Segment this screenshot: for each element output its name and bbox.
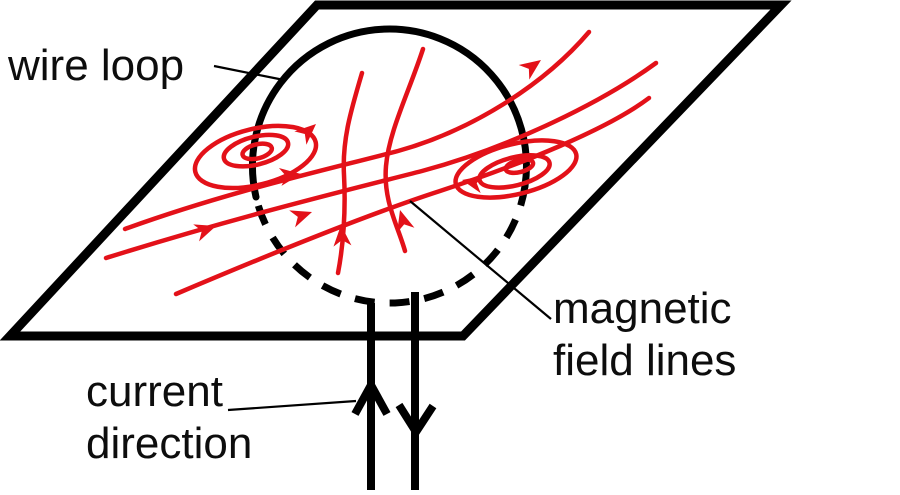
plane-parallelogram [0, 0, 792, 341]
lead-wires-group [351, 292, 437, 490]
right-spiral-outer-ellipse [453, 138, 579, 200]
left-spiral-middle-ellipse [221, 132, 291, 169]
magnetic-field-leader-line [409, 200, 552, 320]
field-arrow-icon [333, 225, 352, 247]
wire-loop-front-arc [248, 25, 530, 201]
field-direction-arrows-group [193, 60, 541, 247]
field-streamline-1 [122, 29, 592, 232]
field-streamline-2 [103, 60, 659, 261]
field-spiral-left [192, 123, 319, 191]
magnetic-field-lines-label-line2: field lines [553, 336, 737, 385]
left-spiral-inner-ellipse [240, 141, 275, 162]
right-spiral-inner-ellipse [503, 157, 536, 176]
field-arrow-icon [278, 168, 301, 186]
wire-loop-label: wire loop [8, 41, 185, 90]
field-arrow-icon [193, 224, 216, 242]
current-down-arrow-icon [395, 402, 437, 440]
magnetic-field-lines-group [103, 29, 659, 297]
field-inner-curve-1 [335, 70, 365, 276]
field-arrow-icon [289, 210, 312, 228]
field-arrow-icon [462, 175, 485, 194]
current-up-arrow-icon [351, 376, 391, 416]
field-arrow-icon [397, 210, 415, 233]
current-direction-label-line1: current [86, 367, 223, 416]
field-spiral-right [453, 138, 579, 200]
current-direction-leader-line [227, 399, 357, 412]
magnetic-field-lines-label-line1: magnetic [553, 284, 732, 333]
field-inner-curve-2 [383, 46, 426, 254]
field-streamline-3 [173, 95, 652, 297]
field-arrow-icon [294, 124, 316, 145]
left-spiral-outer-ellipse [192, 123, 319, 191]
wire-loop-rear-arc-dashed [252, 185, 529, 307]
current-direction-label-line2: direction [86, 419, 253, 468]
wire-loop-leader-line [213, 64, 285, 82]
leader-lines-group [213, 64, 552, 412]
field-arrow-icon [518, 60, 541, 80]
